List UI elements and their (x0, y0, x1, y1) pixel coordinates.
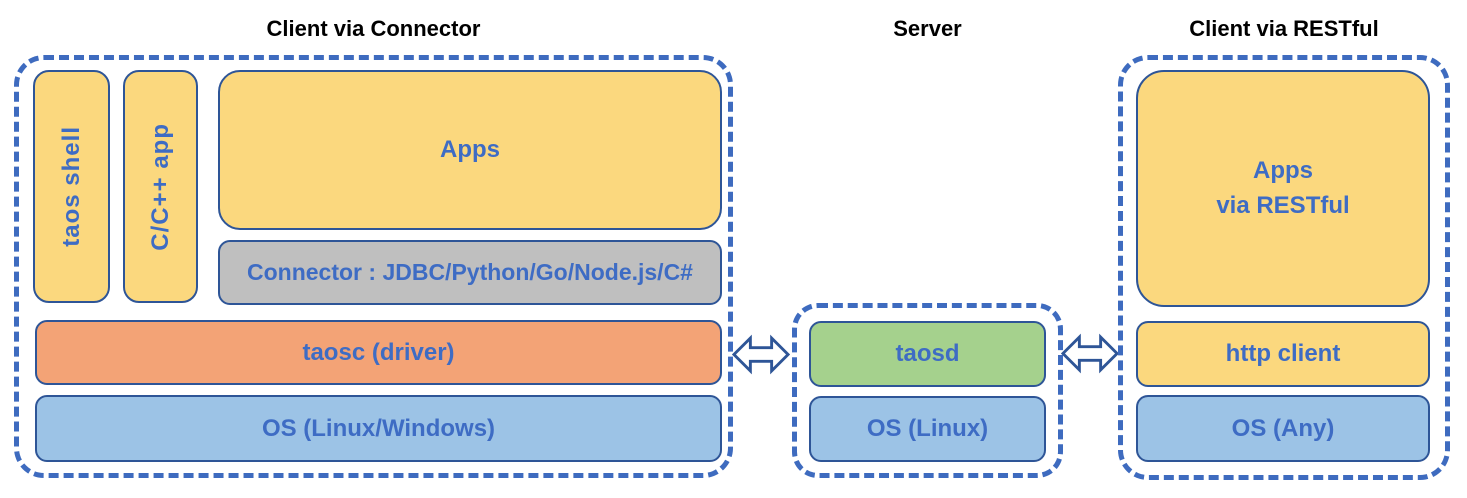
connector-box: Connector : JDBC/Python/Go/Node.js/C# (218, 240, 722, 305)
apps-box: Apps (218, 70, 722, 230)
taos-shell-label: taos shell (57, 126, 85, 247)
taosc-driver-label: taosc (driver) (302, 338, 455, 366)
http-client-label: http client (1225, 340, 1341, 367)
taosc-driver-box: taosc (driver) (35, 320, 722, 385)
os-linux-box: OS (Linux) (809, 396, 1046, 462)
os-any-label: OS (Any) (1231, 414, 1335, 442)
client-via-connector-group (14, 55, 733, 478)
server-title: Server (893, 16, 962, 41)
os-linux-windows-box: OS (Linux/Windows) (35, 395, 722, 462)
os-linux-label: OS (Linux) (866, 415, 989, 442)
c-cpp-app-label: C/C++ app (146, 122, 174, 251)
server-group (792, 303, 1063, 478)
taosd-label: taosd (895, 340, 960, 367)
taosd-box: taosd (809, 321, 1046, 387)
c-cpp-app-box: C/C++ app (123, 70, 198, 303)
bidirectional-arrow-icon (732, 331, 790, 378)
client-via-restful-title: Client via RESTful (1189, 16, 1379, 41)
apps-label: Apps (440, 136, 500, 163)
http-client-box: http client (1136, 321, 1430, 387)
client-via-restful-group (1118, 55, 1450, 480)
os-linux-windows-label: OS (Linux/Windows) (261, 414, 496, 442)
apps-via-restful-label: Apps via RESTful (1216, 156, 1350, 219)
os-any-box: OS (Any) (1136, 395, 1430, 462)
connector-label: Connector : JDBC/Python/Go/Node.js/C# (247, 259, 693, 285)
client-via-connector-title: Client via Connector (266, 16, 481, 41)
apps-via-restful-box: Apps via RESTful (1136, 70, 1430, 307)
bidirectional-arrow-icon (1061, 330, 1119, 377)
taos-shell-box: taos shell (33, 70, 110, 303)
